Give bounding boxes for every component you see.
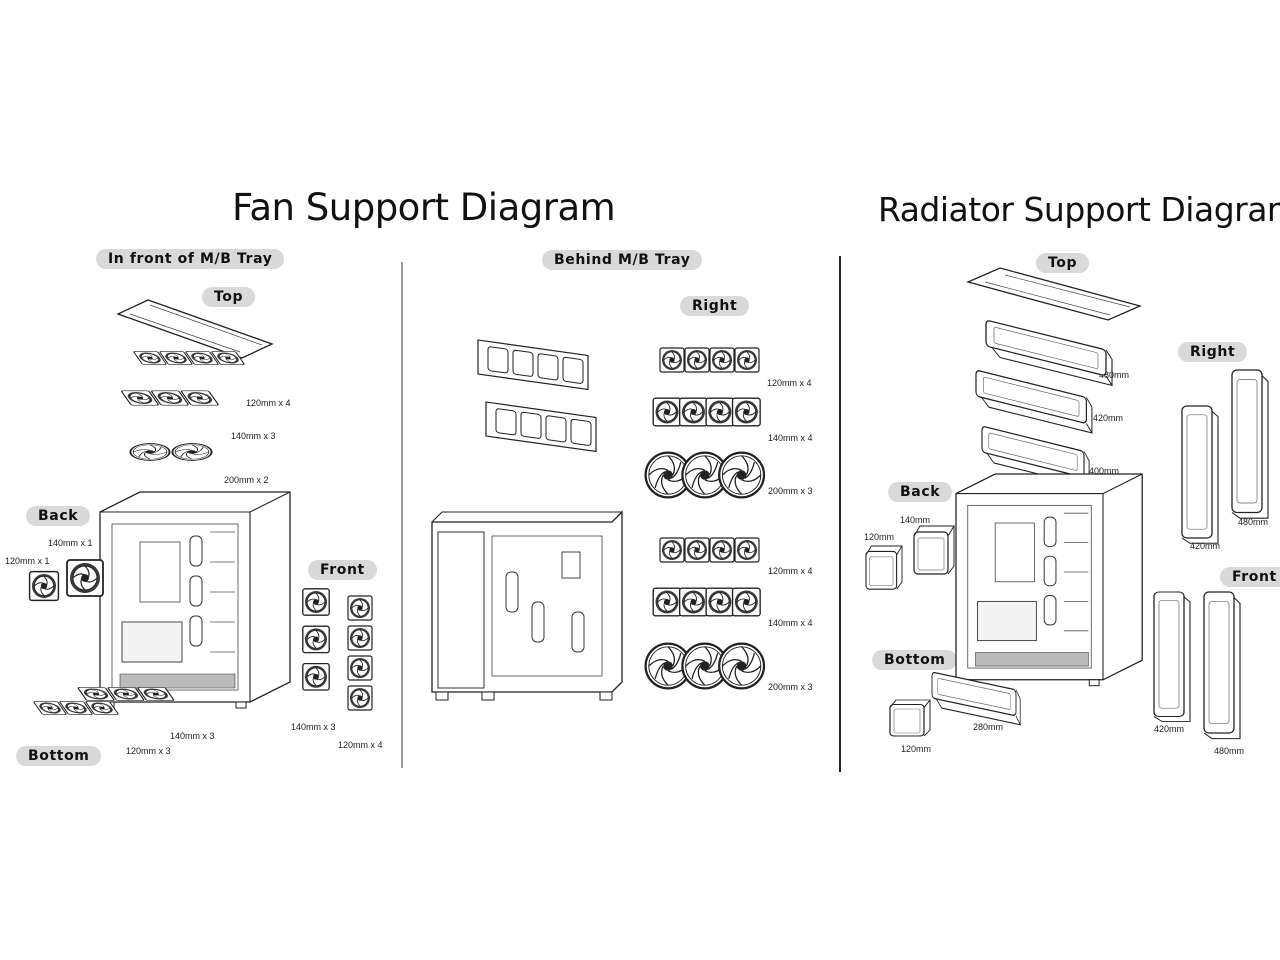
label-rad-front-420: 420mm — [1154, 724, 1185, 734]
rad-top-420 — [975, 369, 1093, 434]
fan-top-120-row — [132, 350, 246, 366]
label-bottom-120: 120mm x 3 — [126, 746, 171, 756]
behind-right-140-a — [652, 397, 761, 427]
fan-front-120-col — [347, 595, 373, 711]
rad-bottom-120 — [889, 699, 931, 737]
behind-right-120-a — [659, 347, 760, 373]
pill-fan-right: Right — [680, 296, 750, 316]
label-right-200-b: 200mm x 3 — [768, 682, 813, 692]
label-rad-back-120: 120mm — [864, 532, 895, 542]
label-rad-back-140: 140mm — [900, 515, 931, 525]
behind-right-140-b — [652, 587, 761, 617]
behind-bracket-1 — [477, 339, 589, 391]
rad-back-140 — [913, 525, 955, 575]
fan-top-200-row — [129, 442, 213, 462]
label-rad-right-480: 480mm — [1238, 517, 1269, 527]
rad-right-480 — [1231, 369, 1269, 519]
divider-right — [839, 256, 841, 772]
label-rad-top-420: 420mm — [1093, 413, 1124, 423]
rad-case — [955, 473, 1143, 687]
pill-fan-back: Back — [26, 506, 91, 526]
label-rad-top-400: 400mm — [1089, 466, 1120, 476]
fan-top-bracket — [116, 299, 274, 359]
pill-fan-top: Top — [202, 287, 256, 307]
label-top-200: 200mm x 2 — [224, 475, 269, 485]
rad-top-bracket — [966, 267, 1142, 321]
label-front-120: 120mm x 4 — [338, 740, 383, 750]
label-right-120-b: 120mm x 4 — [768, 566, 813, 576]
fan-front-case — [99, 491, 291, 709]
label-top-120: 120mm x 4 — [246, 398, 291, 408]
pill-rad-bottom: Bottom — [872, 650, 958, 670]
pill-rad-back: Back — [888, 482, 953, 502]
pill-fan-front: Front — [308, 560, 377, 580]
rad-right-420 — [1181, 405, 1219, 544]
behind-right-200-b — [644, 642, 766, 690]
label-right-120-a: 120mm x 4 — [767, 378, 812, 388]
behind-right-200-a — [644, 451, 766, 499]
pill-rad-front: Front — [1220, 567, 1280, 587]
fan-bottom-120-row — [32, 700, 120, 716]
label-front-140: 140mm x 3 — [291, 722, 336, 732]
fan-support-title: Fan Support Diagram — [232, 186, 616, 229]
rad-front-420 — [1153, 591, 1191, 723]
label-rad-bottom-120: 120mm — [901, 744, 932, 754]
behind-case — [431, 510, 623, 701]
label-right-140-a: 140mm x 4 — [768, 433, 813, 443]
label-top-140: 140mm x 3 — [231, 431, 276, 441]
label-back-120: 120mm x 1 — [5, 556, 50, 566]
rad-front-480 — [1203, 591, 1241, 740]
pill-rad-right: Right — [1178, 342, 1248, 362]
radiator-support-title: Radiator Support Diagram — [878, 190, 1280, 229]
label-bottom-140: 140mm x 3 — [170, 731, 215, 741]
fan-top-140-row — [120, 390, 220, 406]
pill-in-front-mb-tray: In front of M/B Tray — [96, 249, 285, 269]
fan-back-140 — [66, 559, 104, 597]
label-rad-top-480: 480mm — [1099, 370, 1130, 380]
label-right-140-b: 140mm x 4 — [768, 618, 813, 628]
pill-behind-mb-tray: Behind M/B Tray — [542, 250, 703, 270]
fan-back-120 — [28, 570, 60, 602]
fan-bottom-140-row — [76, 686, 175, 702]
fan-front-140-col — [302, 588, 330, 691]
pill-fan-bottom: Bottom — [16, 746, 102, 766]
label-rad-right-420: 420mm — [1190, 541, 1221, 551]
label-rad-front-480: 480mm — [1214, 746, 1245, 756]
behind-bracket-2 — [485, 401, 597, 453]
rad-top-480 — [985, 319, 1113, 387]
rad-back-120 — [865, 545, 903, 590]
label-back-140: 140mm x 1 — [48, 538, 93, 548]
label-right-200-a: 200mm x 3 — [768, 486, 813, 496]
label-rad-bottom-280: 280mm — [973, 722, 1004, 732]
behind-right-120-b — [659, 537, 760, 563]
divider-left — [401, 262, 403, 768]
pill-rad-top: Top — [1036, 253, 1090, 273]
